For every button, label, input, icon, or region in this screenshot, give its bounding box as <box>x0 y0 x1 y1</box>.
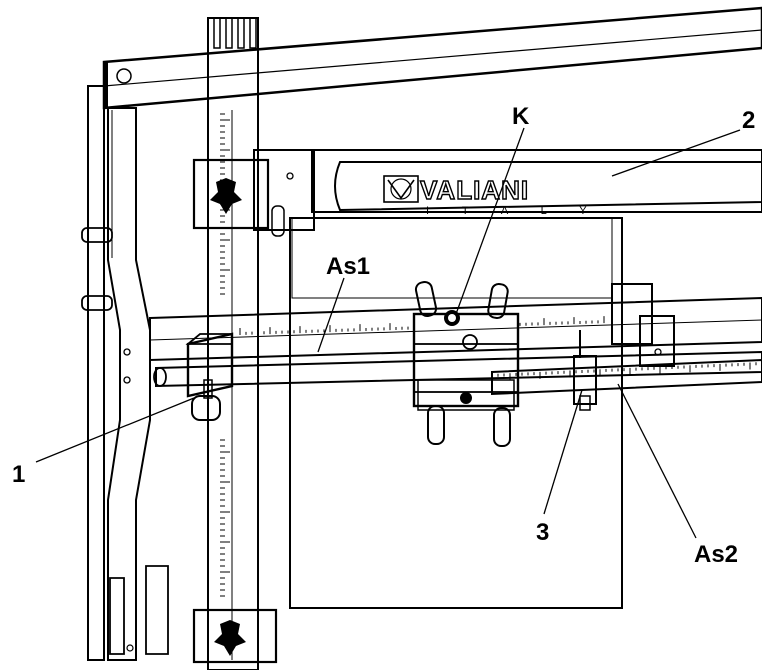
top-frame-bar <box>102 6 762 110</box>
label-k: K <box>512 103 530 130</box>
left-handle[interactable] <box>414 281 438 318</box>
right-handle[interactable] <box>487 282 509 320</box>
label-2: 2 <box>742 107 755 134</box>
backing-board <box>289 217 623 609</box>
upper-knob-icon[interactable] <box>210 178 242 214</box>
label-as1: As1 <box>326 253 370 280</box>
label-3: 3 <box>536 519 549 546</box>
rail-as2 <box>491 358 762 396</box>
label-1: 1 <box>12 461 25 488</box>
upper-bracket <box>192 149 315 237</box>
label-as2: As2 <box>694 541 738 568</box>
slider-3[interactable] <box>573 330 597 411</box>
lower-knob-icon[interactable] <box>214 620 246 656</box>
rail-as1-ticks <box>239 316 605 336</box>
brand-name: VALIANI <box>420 175 529 205</box>
right-end-stop <box>611 283 675 367</box>
rail-as1 <box>149 296 762 362</box>
rail-as2-ticks <box>497 362 757 381</box>
arm-2: VALIANI I T A L Y <box>311 149 762 217</box>
left-stop-block[interactable] <box>185 332 234 421</box>
brand-logo: VALIANI I T A L Y <box>383 174 602 217</box>
leader-lines <box>35 127 741 539</box>
guide-rod <box>153 350 762 388</box>
left-frame <box>81 85 169 661</box>
cutting-carriage[interactable] <box>412 281 520 447</box>
brand-country: I T A L Y <box>426 205 602 217</box>
lower-bracket <box>192 608 278 664</box>
